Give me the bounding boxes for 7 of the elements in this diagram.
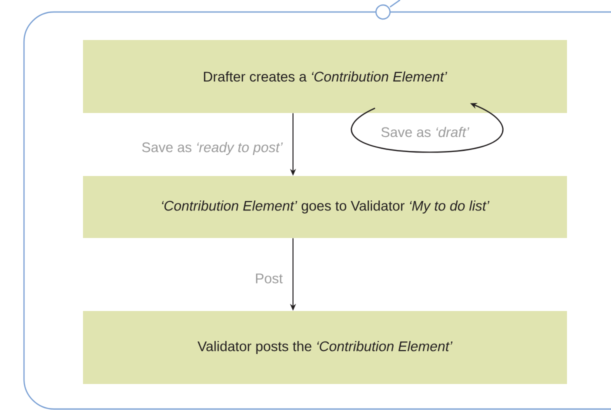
edge-label: Post [254,272,284,284]
process-box: Validator posts the ‘Contribution Element’ [83,311,567,384]
process-box: Drafter creates a ‘Contribution Element’ [83,40,567,113]
process-box: ‘Contribution Element’ goes to Validator ‘My to do list’ [83,176,567,238]
edge-label: Save as ‘ready to post’ [140,141,284,156]
edge-label: Save as ‘draft’ [380,126,470,138]
panel-frame [23,11,611,410]
